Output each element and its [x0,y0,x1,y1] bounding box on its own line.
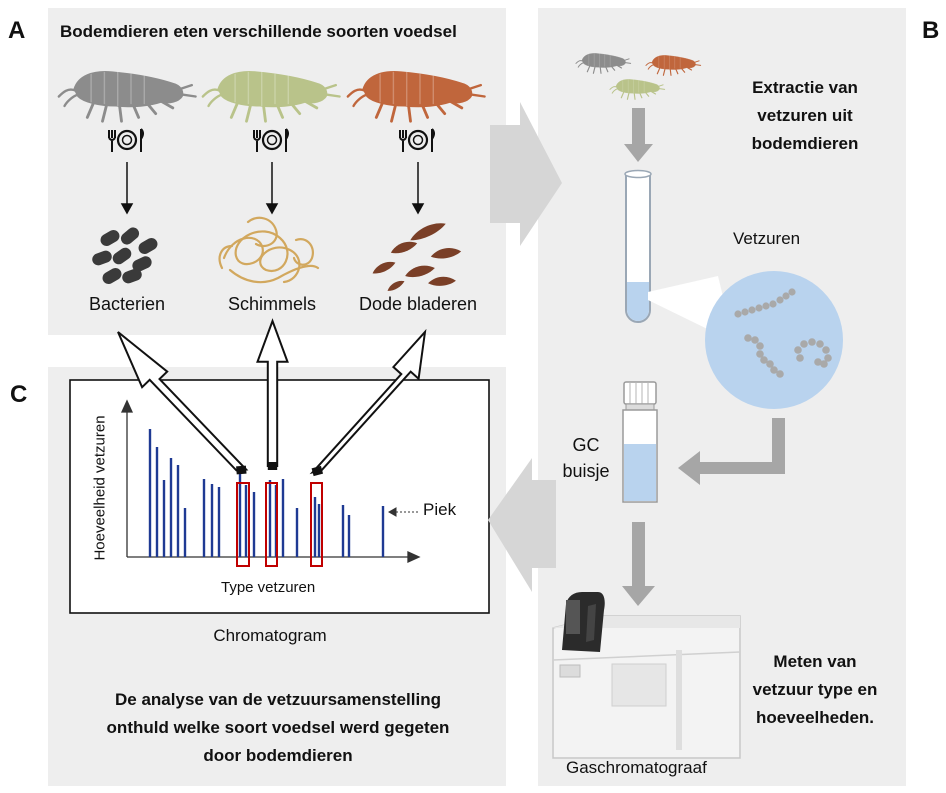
orange-springtail-icon [346,70,487,123]
food-label-bacteria: Bacterien [88,294,166,314]
highlight-box-leaves [310,482,323,567]
y-axis-label: Hoeveelheid vetzuren [91,415,109,561]
panel-a-letter: A [8,17,26,44]
fungi-icon [218,216,320,284]
highlight-box-bacteria [236,482,250,567]
peak-label: Piek [423,500,457,519]
bacteria-icon [90,224,160,287]
green-springtail-icon [609,78,666,100]
orange-springtail-icon [645,54,702,76]
chromatogram-caption: Chromatogram [213,626,327,645]
white-arrows [117,318,427,477]
cutlery-icon [252,127,290,154]
gray-springtail-icon [57,70,198,123]
fatty-acid-zoom-circle [705,271,843,409]
gray-springtail-icon [575,52,632,74]
fatty-acid-molecules-icon [734,288,832,378]
panel-a-title: Bodemdieren eten verschillende soorten v… [60,22,457,41]
food-label-fungi: Schimmels [227,294,316,314]
fatty-acids-label: Vetzuren [733,229,801,248]
green-springtail-icon [201,70,342,123]
test-tube-icon [624,169,652,323]
panel-c-letter: C [10,381,28,408]
panel-b-letter: B [922,17,940,44]
chart-axes [120,399,421,564]
big-arrow-right [490,102,562,246]
cutlery-icon [107,127,145,154]
instrument-label: Gaschromatograaf [566,758,707,777]
big-arrow-left [488,458,556,592]
x-axis-label: Type vetzuren [221,579,316,596]
measure-text: Meten van vetzuur type en hoeveelheden. [752,652,878,727]
food-label-leaves: Dode bladeren [358,294,478,314]
vial-icon [622,381,658,503]
highlight-box-fungi [265,482,278,567]
conclusion-text: De analyse van de vetzuursamenstelling o… [106,690,450,765]
leaves-icon [370,218,462,294]
gas-chromatograph-icon [552,592,741,759]
gc-vial-label: GC buisje [562,435,610,481]
chromatogram-peaks [148,429,385,557]
peak-pointer [387,507,418,517]
arrow-to-vial [678,418,785,485]
highlight-boxes [236,482,323,567]
extraction-text: Extractie van vetzuren uit bodemdieren [751,78,859,153]
cutlery-icon [398,127,436,154]
chromatogram-frame [69,379,490,614]
